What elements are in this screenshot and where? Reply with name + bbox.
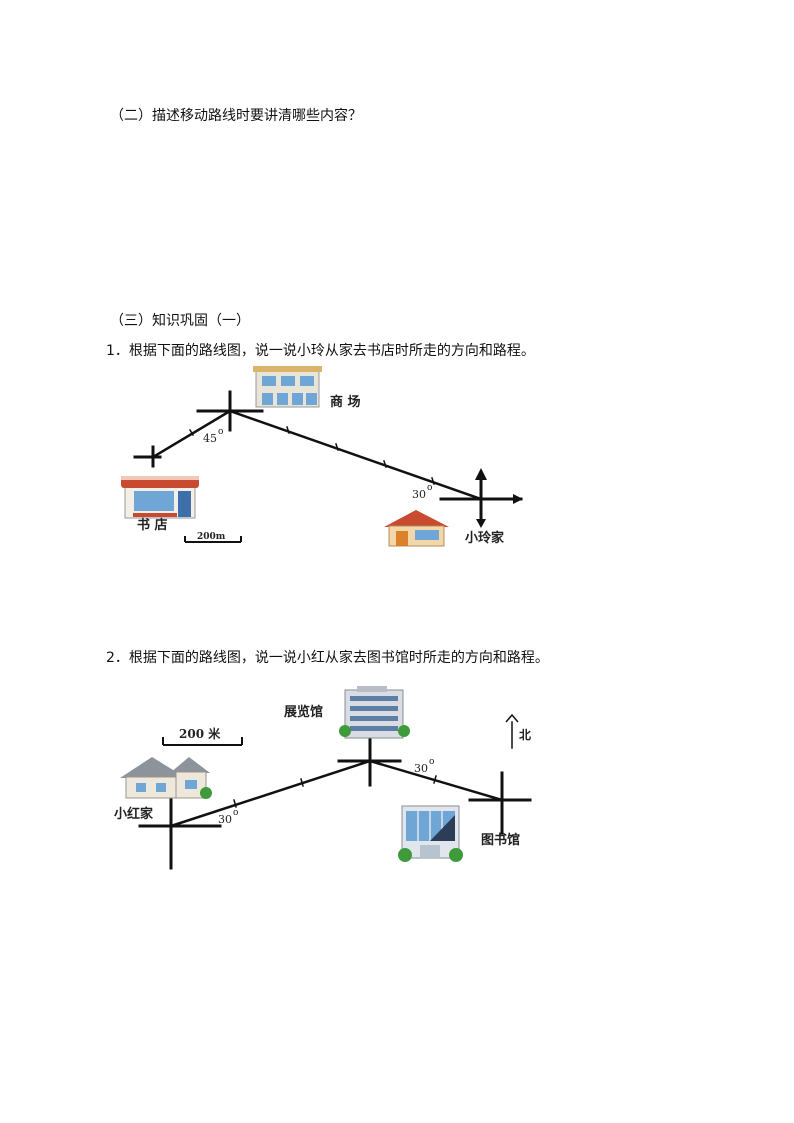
library-building-icon: [398, 805, 463, 862]
degree-mark: o: [427, 483, 432, 493]
north-label: 北: [519, 727, 531, 742]
exhibition-hall-building-icon: [339, 686, 410, 739]
home-label: 小红家: [114, 806, 154, 822]
route-exhibition-to-library: [368, 759, 504, 802]
arrowhead-icon: [513, 494, 523, 504]
angle-30-label: 30: [414, 762, 428, 775]
north-arrow-icon: [475, 468, 487, 480]
home-building-icon: [384, 510, 449, 547]
tick: [233, 799, 237, 808]
tick: [300, 778, 304, 787]
home-label: 小玲家: [465, 530, 505, 546]
home-building-icon: [120, 757, 212, 799]
mall-label: 商 场: [330, 394, 361, 410]
mall-building-icon: [253, 366, 322, 408]
library-label: 图书馆: [481, 832, 520, 848]
scale-label: 200 米: [179, 726, 221, 741]
bookstore-building-icon: [121, 476, 199, 519]
angle-30-label: 30: [412, 488, 426, 501]
problem2-route-map: 北 30 o 30 o 200 米 展览馆 小红家: [114, 686, 532, 870]
degree-mark: o: [429, 757, 434, 767]
angle-30-label: 30: [218, 813, 232, 826]
bookstore-label: 书 店: [137, 517, 168, 533]
route-mall-to-bookstore: [151, 409, 232, 459]
arrowhead-icon: [476, 519, 486, 528]
route-home-to-exhibition: [169, 759, 372, 828]
route-home-to-mall: [228, 409, 483, 501]
exhibition-label: 展览馆: [284, 704, 323, 720]
tick: [286, 426, 290, 434]
problem2-text: 2．根据下面的路线图，说一说小红从家去图书馆时所走的方向和路程。: [106, 650, 549, 666]
degree-mark: o: [233, 808, 238, 818]
tick: [431, 477, 435, 485]
tick: [188, 428, 195, 437]
tick: [335, 443, 339, 451]
q3-heading: （三）知识巩固（一）: [110, 313, 250, 329]
problem1-text: 1．根据下面的路线图，说一说小玲从家去书店时所走的方向和路程。: [106, 343, 535, 359]
angle-45-label: 45: [203, 432, 217, 445]
q2-heading: （二）描述移动路线时要讲清哪些内容？: [110, 108, 362, 124]
degree-mark: o: [218, 427, 223, 437]
tick: [433, 775, 437, 784]
tick: [383, 460, 387, 468]
problem1-route-map: 45 o 30 o 商 场 书 店 小玲家 200m: [121, 366, 523, 547]
scale-label: 200m: [197, 532, 226, 542]
north-arrow-icon: [505, 713, 519, 723]
